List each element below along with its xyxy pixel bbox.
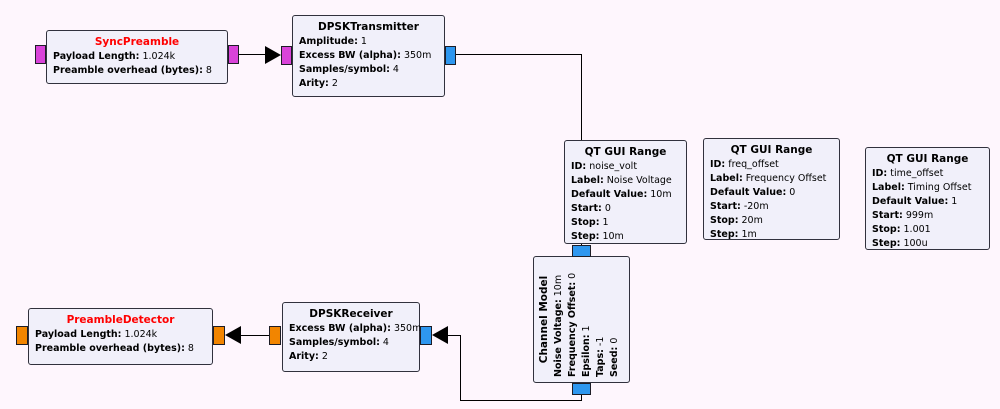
param-stop: Stop:1.001	[872, 224, 931, 235]
dpskreceiver-output-port[interactable]	[269, 326, 281, 345]
param-default-value: Default Value:0	[710, 187, 796, 198]
block-title: QT GUI Range	[730, 144, 813, 156]
block-preambledetector[interactable]: PreambleDetector Payload Length:1.024k P…	[28, 308, 213, 365]
channelmodel-input-port[interactable]	[572, 245, 591, 257]
wire-channelmodel-to-dpskreceiver-h[interactable]	[447, 335, 461, 337]
param-preamble-overhead: Preamble overhead (bytes):8	[35, 343, 194, 354]
block-qtgui-range-freq-offset[interactable]: QT GUI Range ID:freq_offset Label:Freque…	[703, 138, 840, 240]
param-id: ID:time_offset	[872, 168, 944, 179]
block-syncpreamble[interactable]: SyncPreamble Payload Length:1.024k Pream…	[46, 30, 228, 84]
dpskreceiver-input-port[interactable]	[420, 326, 432, 345]
param-excess-bw: Excess BW (alpha):350m	[299, 50, 432, 61]
param-step: Step:1m	[710, 229, 757, 240]
param-id: ID:noise_volt	[571, 161, 638, 172]
wire-syncpreamble-to-dpsktransmitter[interactable]	[239, 54, 265, 56]
block-title: DPSKReceiver	[309, 308, 393, 320]
wire-dpskreceiver-to-preambledetector[interactable]	[241, 335, 270, 337]
wire-channelmodel-to-dpskreceiver-v[interactable]	[460, 335, 462, 401]
block-title: QT GUI Range	[886, 153, 969, 165]
wire-channelmodel-to-dpskreceiver-bottom[interactable]	[460, 400, 582, 402]
param-default-value: Default Value:1	[872, 196, 958, 207]
param-label: Label:Frequency Offset	[710, 173, 827, 184]
wire-dpsktransmitter-to-channelmodel-h[interactable]	[456, 54, 582, 56]
syncpreamble-input-port[interactable]	[35, 45, 46, 64]
param-step: Step:10m	[571, 231, 624, 242]
dpsktransmitter-output-port[interactable]	[445, 46, 456, 65]
block-title: Channel Model	[538, 275, 550, 364]
preambledetector-output-port[interactable]	[16, 326, 28, 345]
param-arity: Arity:2	[299, 78, 338, 89]
wire-channelmodel-to-dpskreceiver-stub[interactable]	[581, 394, 583, 401]
param-stop: Stop:20m	[710, 215, 763, 226]
block-qtgui-range-time-offset[interactable]: QT GUI Range ID:time_offset Label:Timing…	[865, 147, 990, 250]
param-arity: Arity:2	[289, 351, 328, 362]
param-step: Step:100u	[872, 238, 928, 249]
param-default-value: Default Value:10m	[571, 189, 672, 200]
preambledetector-input-port[interactable]	[213, 326, 225, 345]
arrowhead-into-dpsktransmitter[interactable]	[265, 46, 281, 64]
arrowhead-into-dpskreceiver[interactable]	[432, 326, 448, 344]
param-frequency-offset: Frequency Offset:0	[567, 272, 578, 377]
param-seed: Seed:0	[609, 337, 620, 377]
dpsktransmitter-input-port[interactable]	[281, 46, 292, 65]
param-epsilon: Epsilon:1	[581, 325, 592, 377]
block-channel-model[interactable]: Channel Model Noise Voltage:10m Frequenc…	[533, 256, 630, 383]
param-payload-length: Payload Length:1.024k	[35, 329, 158, 340]
block-dpskreceiver[interactable]: DPSKReceiver Excess BW (alpha):350m Samp…	[282, 302, 422, 372]
param-label: Label:Timing Offset	[872, 182, 972, 193]
param-noise-voltage: Noise Voltage:10m	[553, 274, 564, 377]
block-dpsktransmitter[interactable]: DPSKTransmitter Amplitude:1 Excess BW (a…	[292, 15, 445, 97]
channel-model-rotated-content: Channel Model Noise Voltage:10m Frequenc…	[533, 256, 630, 383]
block-title: QT GUI Range	[584, 146, 667, 158]
param-label: Label:Noise Voltage	[571, 175, 672, 186]
block-qtgui-range-noise-volt[interactable]: QT GUI Range ID:noise_volt Label:Noise V…	[564, 140, 687, 244]
block-title: SyncPreamble	[94, 36, 180, 48]
param-start: Start:0	[571, 203, 611, 214]
param-samples-per-symbol: Samples/symbol:4	[299, 64, 399, 75]
param-start: Start:999m	[872, 210, 934, 221]
param-start: Start:-20m	[710, 201, 769, 212]
block-title: PreambleDetector	[66, 314, 175, 326]
param-id: ID:freq_offset	[710, 159, 779, 170]
param-amplitude: Amplitude:1	[299, 36, 367, 47]
syncpreamble-output-port[interactable]	[228, 45, 239, 64]
param-excess-bw: Excess BW (alpha):350m	[289, 323, 422, 334]
param-preamble-overhead: Preamble overhead (bytes):8	[53, 65, 212, 76]
channelmodel-output-port[interactable]	[572, 383, 591, 395]
param-stop: Stop:1	[571, 217, 609, 228]
block-title: DPSKTransmitter	[318, 21, 419, 33]
param-taps: Taps:-1	[595, 336, 606, 377]
param-payload-length: Payload Length:1.024k	[53, 51, 176, 62]
arrowhead-into-preambledetector[interactable]	[225, 326, 241, 344]
param-samples-per-symbol: Samples/symbol:4	[289, 337, 389, 348]
